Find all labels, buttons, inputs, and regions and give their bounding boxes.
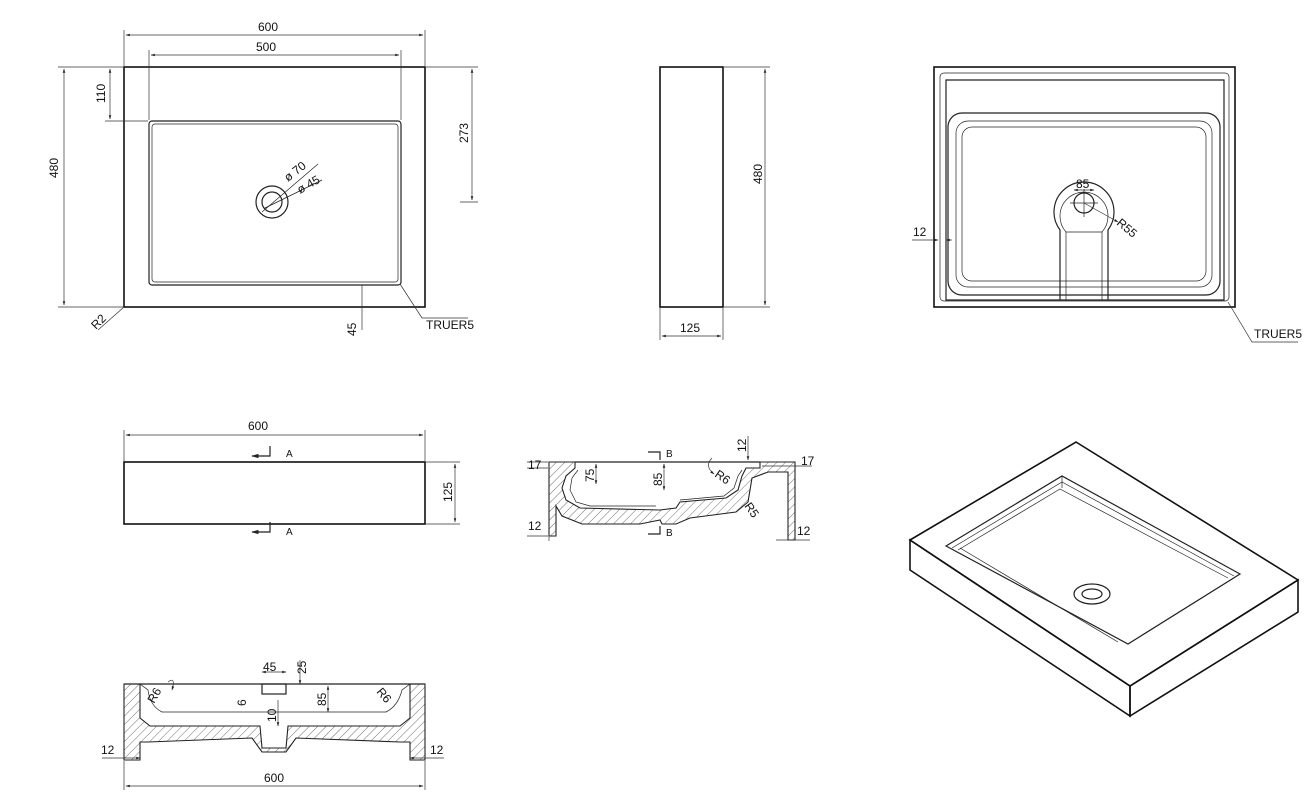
- underside-view: 85 R55 12 TRUER5: [912, 66, 1302, 343]
- bowl-depth-2-label: 85: [651, 472, 665, 486]
- section-a-view: 45 25 6 85 10 R6 R6 12 12 600: [101, 660, 444, 790]
- floor-right-label: 12: [797, 524, 811, 538]
- dim-width-label: 600: [258, 20, 278, 34]
- drain-leader-70: [261, 163, 319, 213]
- section-label-b-bottom: B: [666, 528, 673, 539]
- front-view-outline: [123, 461, 426, 525]
- drain-radius-label: R55: [1114, 216, 1140, 241]
- section-a-wall-left-label: 12: [101, 743, 115, 757]
- section-a-fillet-left-label: R6: [144, 685, 164, 706]
- section-a-offset-label: 6: [235, 699, 249, 706]
- margin-label: 12: [913, 225, 927, 239]
- section-mark-b-bottom: [648, 526, 661, 535]
- section-label-a-bottom: A: [286, 527, 293, 538]
- dim-drain-offset-label: 273: [457, 123, 471, 143]
- rim-right-label: 17: [801, 454, 815, 468]
- section-a-wall-right-label: 12: [430, 743, 444, 757]
- side-height-label: 480: [751, 164, 765, 184]
- rim-left-label: 17: [528, 458, 542, 472]
- front-height-label: 125: [441, 482, 455, 502]
- section-label-b-top: B: [666, 449, 673, 460]
- drain-channel: [1053, 181, 1115, 300]
- section-a-width-label: 600: [264, 771, 284, 785]
- section-b-view: B B 17 75 85 17 12 R6 R5 12 12: [527, 436, 815, 541]
- underside-outline: [933, 66, 1236, 308]
- drain-radius-leader: [1083, 202, 1119, 223]
- iso-left-face: [909, 538, 1131, 718]
- dim-inner-width-label: 500: [256, 40, 276, 54]
- edge-note-label: TRUER5: [426, 318, 474, 332]
- front-width-label: 600: [248, 419, 268, 433]
- section-mark-a-bottom: [251, 522, 271, 535]
- section-a-profile: [123, 683, 426, 761]
- drain-inner-circle: [261, 191, 283, 213]
- fillet-label: R6: [712, 467, 733, 487]
- section-a-drain-depth-label: 25: [295, 660, 309, 674]
- iso-drain-inner: [1081, 588, 1103, 600]
- section-label-a-top: A: [286, 449, 293, 460]
- section-a-drain: [261, 683, 287, 695]
- iso-right-face: [1129, 578, 1299, 718]
- section-a-fillet-right-label: R6: [374, 685, 395, 706]
- underside-rim: [945, 79, 1225, 301]
- bowl-depth-1-label: 75: [583, 468, 597, 482]
- section-a-neck-label: 10: [265, 708, 279, 722]
- side-view: 480 125: [659, 66, 770, 340]
- underside-bowl: [947, 112, 1221, 296]
- drain-width-label: 85: [1076, 177, 1090, 191]
- section-a-drain-width-label: 45: [263, 660, 277, 674]
- isometric-view: [908, 441, 1300, 718]
- corner-radius-leader: [97, 306, 125, 331]
- dim-top-margin-label: 110: [94, 84, 108, 103]
- basin-inner-line: [151, 123, 399, 283]
- side-depth-label: 125: [680, 321, 700, 335]
- wall-top-label: 12: [735, 438, 749, 452]
- underside-edge-leader: [1227, 301, 1298, 343]
- edge-note-leader: [399, 283, 468, 319]
- drain-leader-45: [264, 179, 323, 209]
- floor-left-label: 12: [528, 519, 542, 533]
- dim-height-label: 480: [47, 158, 61, 178]
- underside-edge-label: TRUER5: [1254, 327, 1302, 341]
- iso-basin-rim: [944, 475, 1242, 645]
- basin-outline: [148, 120, 402, 286]
- iso-drain-outer: [1073, 583, 1111, 605]
- section-a-bowl-depth-label: 85: [315, 692, 329, 706]
- drain-outer-circle: [255, 185, 289, 219]
- section-mark-b-top: [648, 451, 661, 460]
- top-view-outline: [123, 66, 426, 308]
- top-view: ø 70 ø 45 600 500 480 110 273 45 R2 TR: [47, 20, 478, 336]
- dim-bottom-offset-label: 45: [345, 322, 359, 336]
- side-view-outline: [659, 66, 724, 308]
- iso-top-face: [908, 441, 1300, 687]
- corner-radius-label: R2: [88, 311, 109, 332]
- section-mark-a-top: [251, 446, 271, 459]
- front-view: 600 125 A A: [123, 419, 460, 538]
